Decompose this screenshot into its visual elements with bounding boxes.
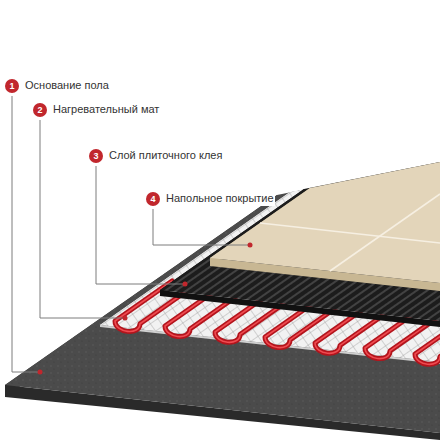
tile-grout [260, 223, 440, 243]
leader-dots [38, 243, 253, 375]
callout-label: Основание пола [24, 79, 110, 92]
callout-number: 2 [33, 103, 47, 117]
base-top [5, 162, 440, 433]
tile-top [210, 162, 440, 283]
callout-number: 1 [5, 79, 19, 93]
adhesive-top [160, 162, 440, 321]
leader-lines [12, 96, 250, 372]
callout-number: 3 [89, 149, 103, 163]
callout-number: 4 [146, 192, 160, 206]
callout: 1 Основание пола [5, 79, 110, 93]
callout-label: Слой плиточного клея [108, 149, 223, 162]
callout-label: Напольное покрытие [165, 192, 275, 205]
callout: 2 Нагревательный мат [33, 103, 160, 117]
callout: 3 Слой плиточного клея [89, 149, 223, 163]
callout-label: Нагревательный мат [52, 103, 160, 116]
callout: 4 Напольное покрытие [146, 192, 275, 206]
